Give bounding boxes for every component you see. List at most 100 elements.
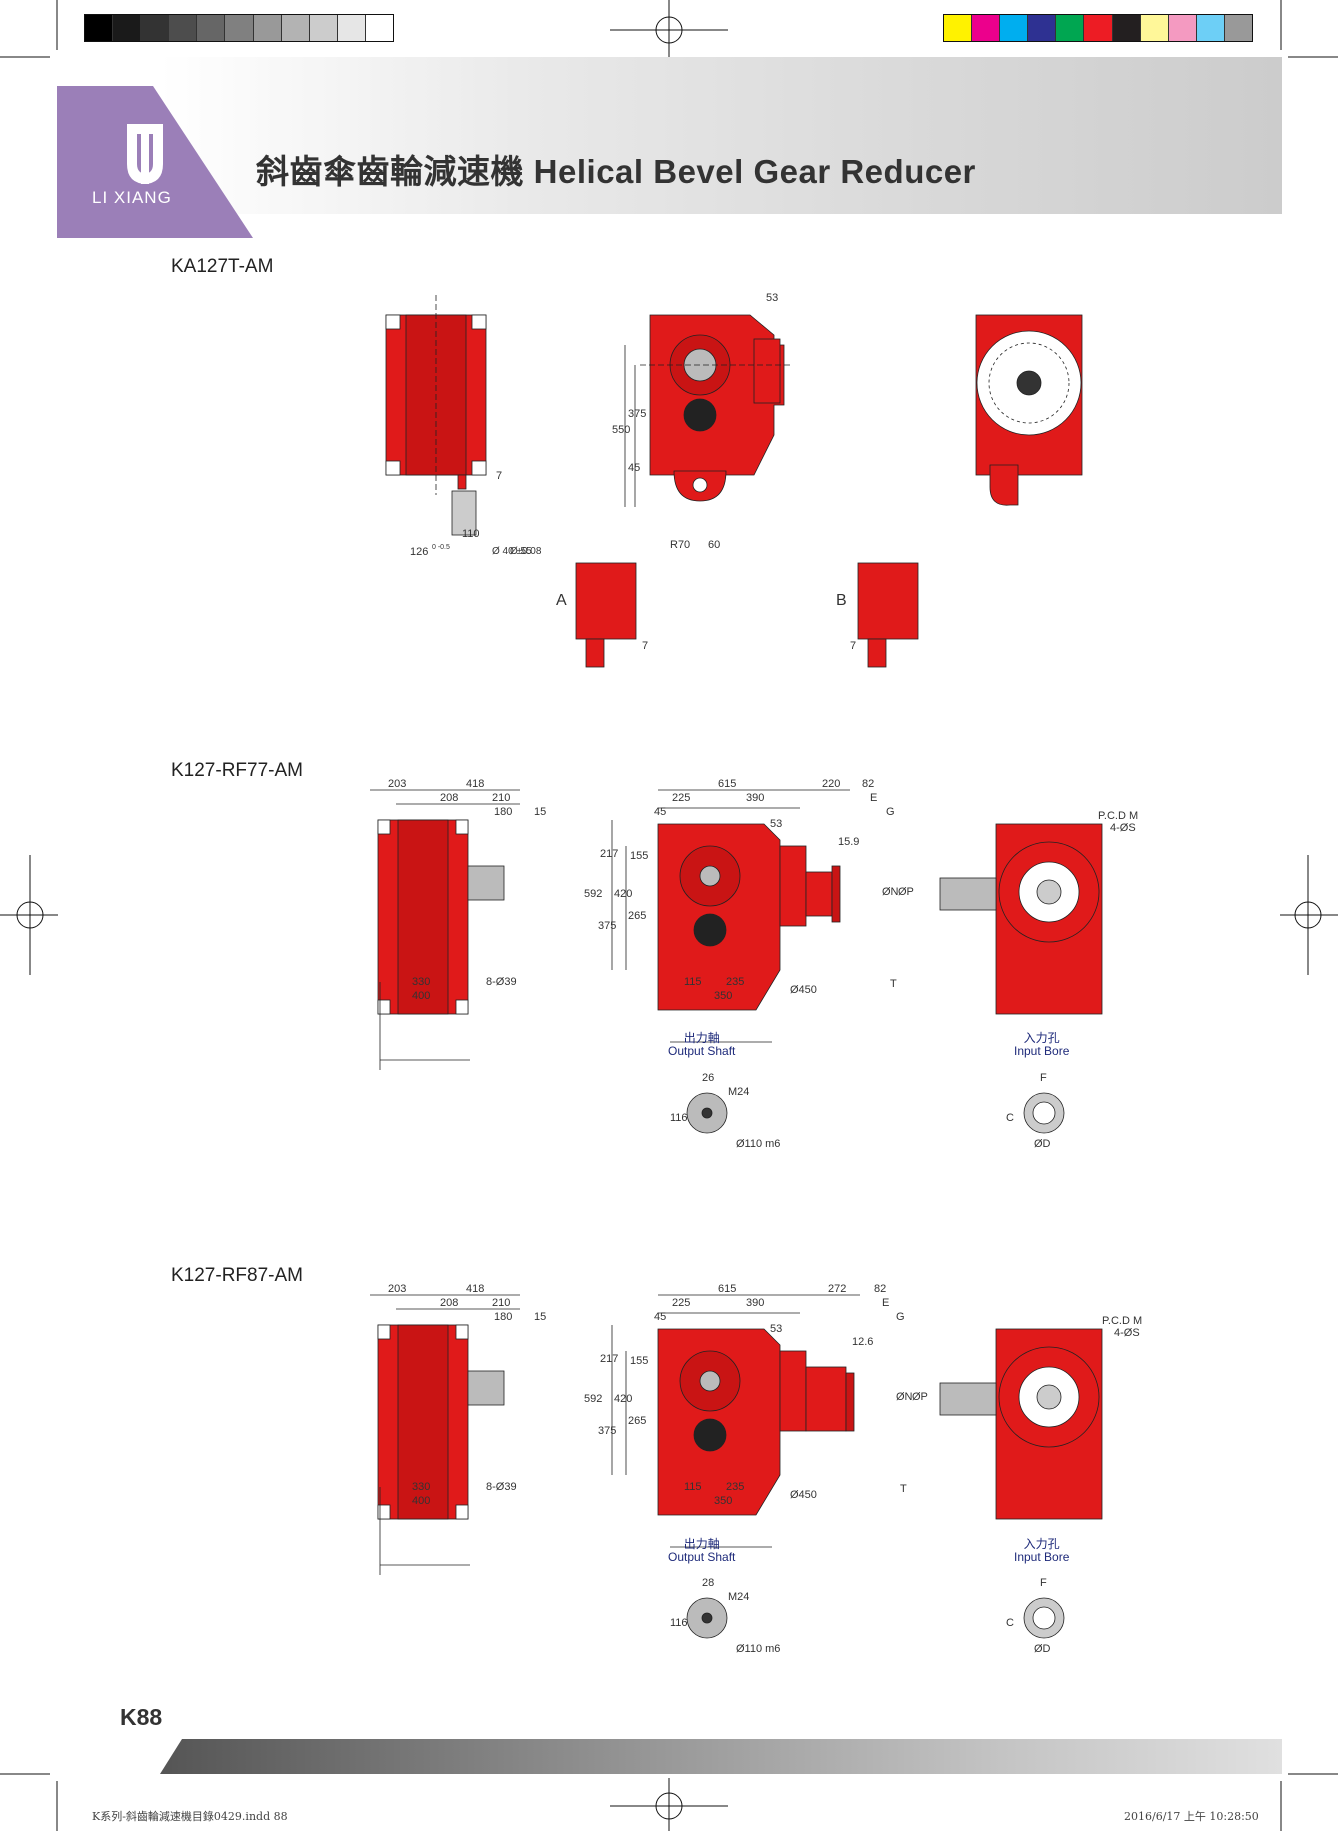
dim-g: G — [886, 806, 895, 818]
slug-file-info: K系列-斜齒輪減速機目錄0429.indd 88 — [92, 1810, 288, 1823]
brand-name: LI XIANG — [92, 188, 172, 207]
color-calibration-bar — [943, 14, 1253, 42]
output-shaft-cn: 出力軸 — [683, 1537, 720, 1551]
dim-4s: 4-ØS — [1114, 1327, 1140, 1339]
drawing-ka127t — [385, 295, 1083, 668]
dim-375: 375 — [598, 920, 617, 932]
footer-band — [160, 1739, 1282, 1774]
dim-615: 615 — [718, 778, 737, 790]
dim-n: ØN — [882, 886, 899, 898]
dim-d40: Ø 40 ±0.08 — [492, 546, 542, 557]
dim-4s: 4-ØS — [1110, 822, 1136, 834]
dim-53: 53 — [770, 1323, 783, 1335]
dim-m24: M24 — [728, 1591, 750, 1603]
dim-r70: R70 — [670, 539, 691, 551]
dim-d450: Ø450 — [790, 1489, 817, 1501]
output-shaft-caption: 出力軸 Output Shaft — [668, 1032, 735, 1058]
dim-45: 45 — [654, 1311, 667, 1323]
dim-d55: Ø 55 — [510, 546, 532, 557]
dim-217: 217 — [600, 848, 619, 860]
dim-f: F — [1040, 1577, 1047, 1589]
dim-t: T — [890, 978, 897, 990]
input-bore-cn: 入力孔 — [1023, 1537, 1060, 1551]
dim-203: 203 — [388, 1283, 407, 1295]
dim-c: C — [1006, 1617, 1014, 1629]
dim-155: 155 — [630, 1355, 649, 1367]
dim-400: 400 — [412, 1495, 431, 1507]
dim-45: 45 — [654, 806, 667, 818]
dim-8-holes: 8-Ø39 — [486, 1481, 517, 1493]
view-label-b: B — [836, 592, 847, 609]
input-bore-caption: 入力孔 Input Bore — [1014, 1538, 1069, 1564]
dim-d110: Ø110 m6 — [736, 1643, 781, 1655]
dim-p: ØP — [898, 886, 914, 898]
dim-592: 592 — [584, 1393, 603, 1405]
dim-pcd: P.C.D M — [1098, 810, 1139, 822]
dim-115: 115 — [684, 1481, 702, 1493]
dim-225: 225 — [672, 1297, 691, 1309]
dim-15: 15 — [534, 806, 547, 818]
dim-210: 210 — [492, 1297, 511, 1309]
dim-d: ØD — [1034, 1643, 1051, 1655]
dim-615: 615 — [718, 1283, 737, 1295]
dim-15: 15 — [534, 1311, 547, 1323]
dim-8-holes: 8-Ø39 — [486, 976, 517, 988]
model-label-k127-rf87: K127-RF87-AM — [171, 1265, 303, 1286]
output-shaft-cn: 出力軸 — [683, 1031, 720, 1045]
dim-375: 375 — [598, 1425, 617, 1437]
dim-225: 225 — [672, 792, 691, 804]
dim-330: 330 — [412, 1481, 431, 1493]
dim-418: 418 — [466, 778, 485, 790]
dim-pcd: P.C.D M — [1102, 1315, 1143, 1327]
dim-82: 82 — [874, 1283, 887, 1295]
dim-265: 265 — [628, 910, 647, 922]
dim-15-9: 15.9 — [838, 836, 860, 848]
dim-110: 110 — [462, 528, 480, 540]
dim-390: 390 — [746, 1297, 765, 1309]
dim-p: ØP — [912, 1391, 928, 1403]
dim-n: ØN — [896, 1391, 913, 1403]
input-bore-caption: 入力孔 Input Bore — [1014, 1032, 1069, 1058]
dim-115: 115 — [684, 976, 702, 988]
dim-e: E — [870, 792, 878, 804]
dim-d: ØD — [1034, 1138, 1051, 1150]
dim-390: 390 — [746, 792, 765, 804]
dim-155: 155 — [630, 850, 649, 862]
dim-208: 208 — [440, 792, 459, 804]
model-label-k127-rf77: K127-RF77-AM — [171, 760, 303, 781]
dim-330: 330 — [412, 976, 431, 988]
dim-d110: Ø110 m6 — [736, 1138, 781, 1150]
dim-400: 400 — [412, 990, 431, 1002]
dim-203: 203 — [388, 778, 407, 790]
dim-208: 208 — [440, 1297, 459, 1309]
dim-126-tolerance: 0 -0.5 — [432, 544, 450, 551]
dim-420: 420 — [614, 888, 633, 900]
dim-418: 418 — [466, 1283, 485, 1295]
dim-82: 82 — [862, 778, 875, 790]
model-label-ka127t: KA127T-AM — [171, 256, 274, 277]
dim-550: 550 — [612, 424, 631, 436]
dim-210: 210 — [492, 792, 511, 804]
dim-272: 272 — [828, 1283, 847, 1295]
dim-45: 45 — [628, 462, 641, 474]
slug-timestamp: 2016/6/17 上午 10:28:50 — [1124, 1810, 1259, 1823]
dim-420: 420 — [614, 1393, 633, 1405]
dim-350: 350 — [714, 1495, 733, 1507]
dim-e: E — [882, 1297, 890, 1309]
page-title: 斜齒傘齒輪減速機 Helical Bevel Gear Reducer — [256, 153, 976, 190]
page-number: K88 — [120, 1704, 163, 1730]
dim-375: 375 — [628, 408, 647, 420]
drawing-k127-rf87 — [370, 1294, 1103, 1639]
dim-7-a: 7 — [642, 640, 649, 652]
dim-116: 116 — [670, 1617, 688, 1629]
header-band — [160, 57, 1282, 214]
dim-g: G — [896, 1311, 905, 1323]
dim-235: 235 — [726, 976, 745, 988]
dim-235: 235 — [726, 1481, 745, 1493]
brand-logo — [57, 86, 253, 238]
output-shaft-en: Output Shaft — [668, 1044, 736, 1058]
dim-c: C — [1006, 1112, 1014, 1124]
dim-7-top: 7 — [496, 470, 503, 482]
dim-53: 53 — [770, 818, 783, 830]
